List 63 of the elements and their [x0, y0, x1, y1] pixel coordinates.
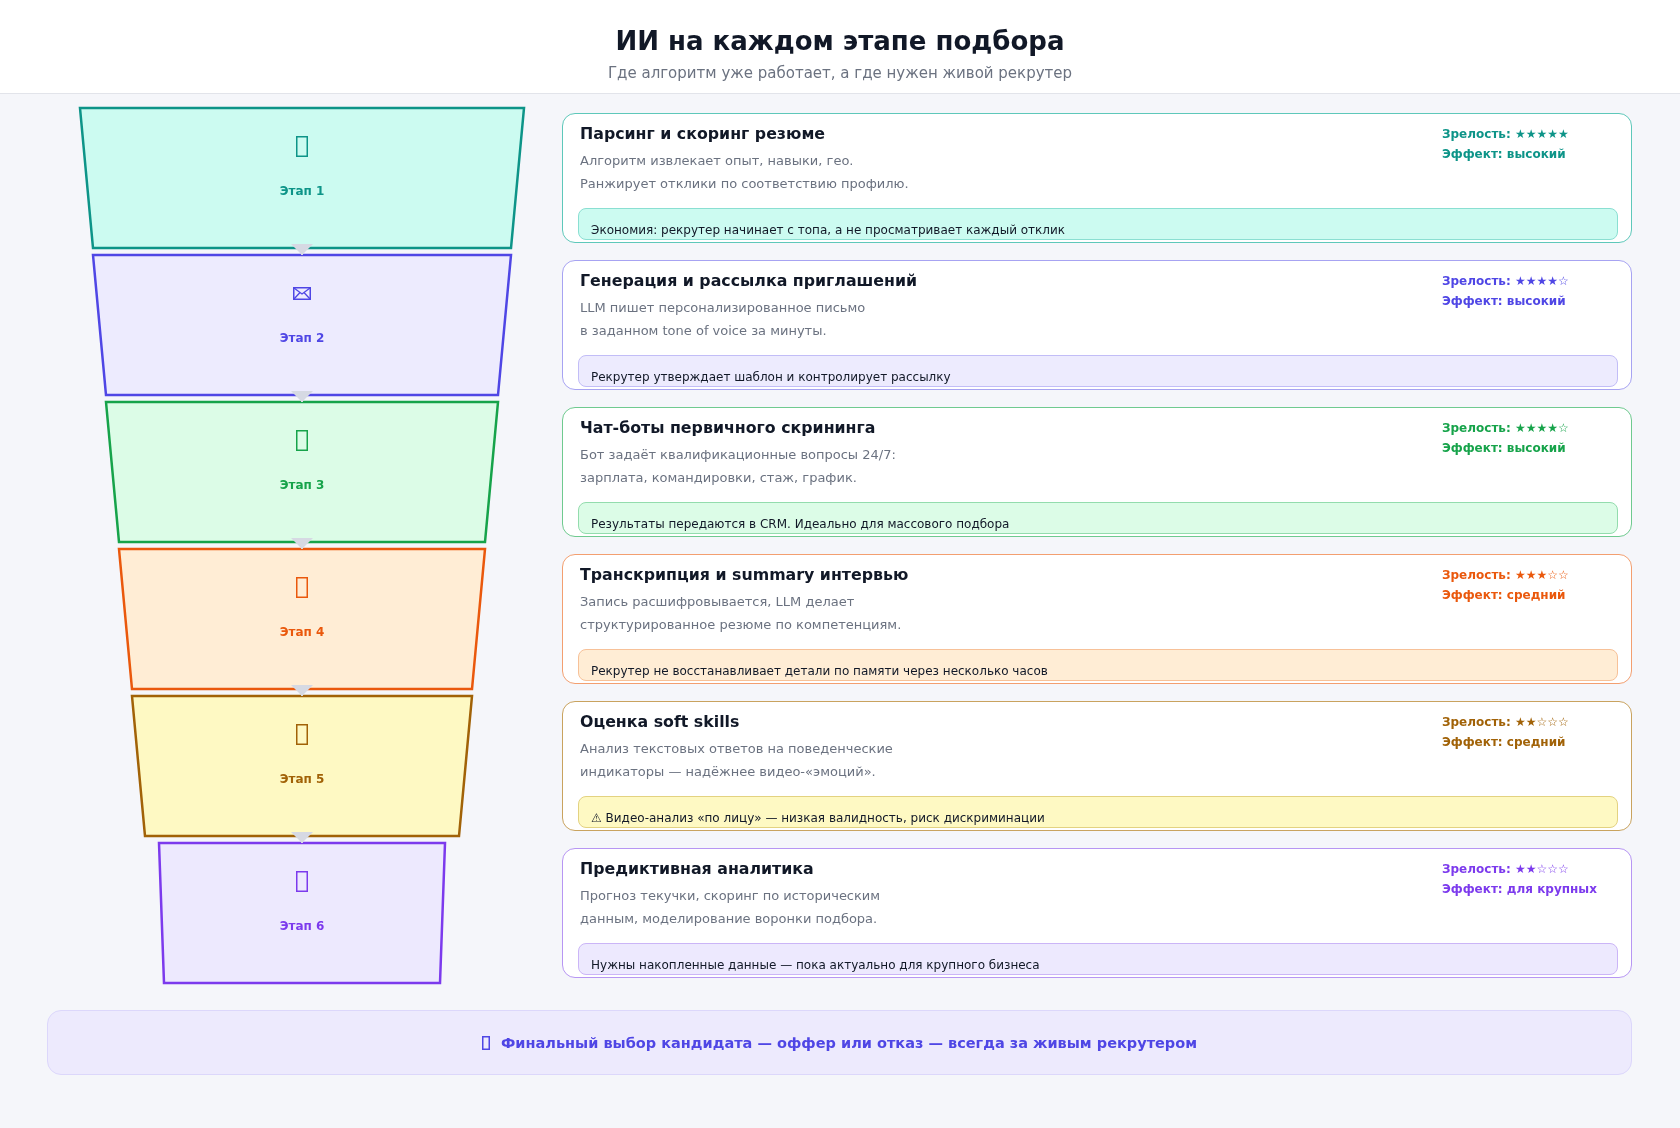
card-description: Анализ текстовых ответов на поведенческие индикаторы — надёжнее видео-«эмоций».: [580, 740, 894, 781]
card-title: Оценка soft skills: [580, 712, 740, 732]
card-description: Запись расшифровывается, LLM делает структурированное резюме по компетенциям.: [580, 593, 903, 634]
funnel-stage: [117, 547, 487, 691]
effect-rating: Эффект: средний: [1442, 587, 1566, 604]
note-text: Нужны накопленные данные — пока актуально для крупного бизнеса: [591, 957, 1040, 973]
flow-arrow: [291, 832, 313, 844]
funnel-stage: [91, 253, 513, 397]
stage-label: Этап 4: [279, 624, 325, 640]
card-description: Прогноз текучки, скоринг по историческим данным, моделирование воронки подбора.: [580, 887, 882, 928]
effect-rating: Эффект: высокий: [1442, 146, 1566, 163]
note-text: Результаты передаются в CRM. Идеально для массового подбора: [591, 516, 1010, 532]
info-card: [562, 407, 1632, 537]
funnel-stage: [130, 694, 474, 838]
card-description: Алгоритм извлекает опыт, навыки, гео. Ранжирует отклики по соответствию профилю.: [580, 152, 910, 193]
stage-label: Этап 6: [279, 918, 325, 934]
card-description: Бот задаёт квалификационные вопросы 24/7: зарплата, командировки, стаж, график.: [580, 446, 897, 487]
maturity-rating: Зрелость: ★★★★☆: [1442, 273, 1569, 290]
note-panel: [578, 208, 1618, 240]
note-text: Рекрутер утверждает шаблон и контролирует рассылку: [591, 369, 951, 385]
stage-label: Этап 3: [279, 477, 325, 493]
page-title: ИИ на каждом этапе подбора: [615, 25, 1065, 57]
funnel-stage: [78, 106, 526, 250]
card-title: Чат-боты первичного скрининга: [580, 418, 876, 438]
card-title: Транскрипция и summary интервью: [580, 565, 909, 585]
flow-arrow: [291, 391, 313, 403]
info-card: [562, 701, 1632, 831]
maturity-rating: Зрелость: ★★★☆☆: [1442, 567, 1569, 584]
note-panel: [578, 502, 1618, 534]
info-card: [562, 113, 1632, 243]
card-description: LLM пишет персонализированное письмо в заданном tone of voice за минуты.: [580, 299, 867, 340]
effect-rating: Эффект: средний: [1442, 734, 1566, 751]
note-panel: [578, 796, 1618, 828]
card-title: Парсинг и скоринг резюме: [580, 124, 826, 144]
funnel-stage: [157, 841, 447, 985]
maturity-rating: Зрелость: ★★★★★: [1442, 126, 1569, 143]
info-card: [562, 260, 1632, 390]
info-card: [562, 848, 1632, 978]
note-panel: [578, 943, 1618, 975]
maturity-rating: Зрелость: ★★☆☆☆: [1442, 861, 1569, 878]
note-panel: [578, 355, 1618, 387]
flow-arrow: [291, 538, 313, 550]
summary-banner: [47, 1010, 1632, 1075]
info-card: [562, 554, 1632, 684]
note-panel: [578, 649, 1618, 681]
card-title: Предиктивная аналитика: [580, 859, 814, 879]
page-subtitle: Где алгоритм уже работает, а где нужен живой рекрутер: [607, 63, 1073, 83]
maturity-rating: Зрелость: ★★☆☆☆: [1442, 714, 1569, 731]
effect-rating: Эффект: для крупных: [1442, 881, 1597, 898]
stage-label: Этап 2: [279, 330, 325, 346]
stage-label: Этап 5: [279, 771, 325, 787]
effect-rating: Эффект: высокий: [1442, 293, 1566, 310]
effect-rating: Эффект: высокий: [1442, 440, 1566, 457]
note-text: Экономия: рекрутер начинает с топа, а не просматривает каждый отклик: [591, 222, 1066, 238]
note-text: ⚠ Видео-анализ «по лицу» — низкая валидность, риск дискриминации: [591, 810, 1045, 826]
maturity-rating: Зрелость: ★★★★☆: [1442, 420, 1569, 437]
note-text: Рекрутер не восстанавливает детали по памяти через несколько часов: [591, 663, 1048, 679]
flow-arrow: [291, 685, 313, 697]
funnel-stage: [104, 400, 500, 544]
flow-arrow: [291, 244, 313, 256]
banner-text: Финальный выбор кандидата — оффер или отказ — всегда за живым рекрутером: [500, 1033, 1198, 1053]
stage-label: Этап 1: [279, 183, 325, 199]
card-title: Генерация и рассылка приглашений: [580, 271, 918, 291]
